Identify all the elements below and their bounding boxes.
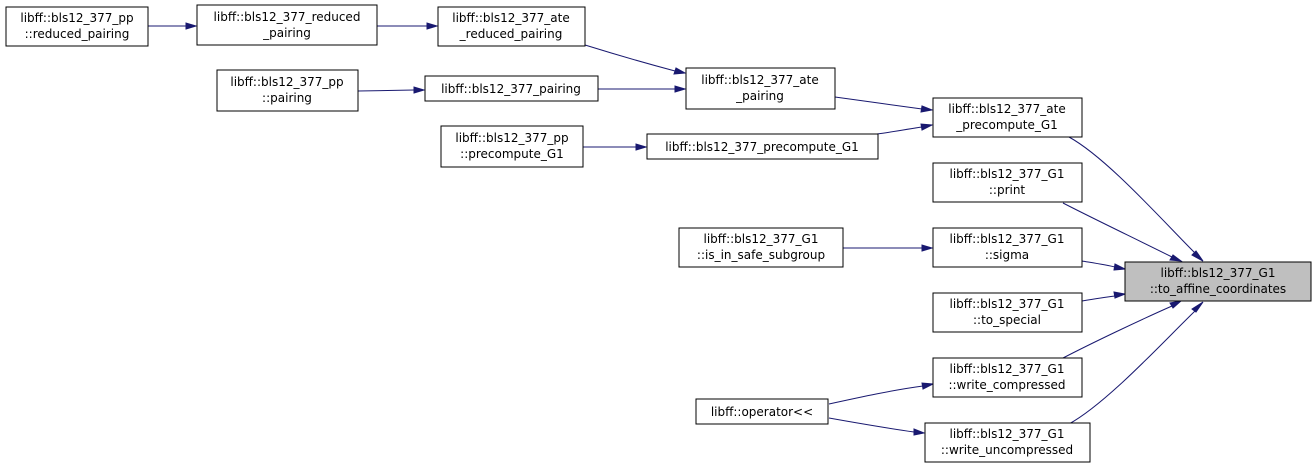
node-label-line2: ::precompute_G1 (460, 147, 564, 161)
node-pp-reduced-pairing[interactable]: libff::bls12_377_pp ::reduced_pairing (5, 6, 149, 47)
node-pp-precompute-g1[interactable]: libff::bls12_377_pp ::precompute_G1 (440, 125, 584, 168)
node-label-line1: libff::bls12_377_pp (230, 75, 343, 89)
node-label-line2: _pairing (262, 26, 311, 40)
edge-pp-reduced-pairing-to-reduced-pairing (148, 22, 198, 30)
edge-line (1081, 295, 1116, 302)
node-label-line2: ::print (989, 183, 1026, 197)
edge-ate-reduced-pairing-to-ate-pairing (584, 44, 687, 75)
edge-g1-sigma-to-to-affine (1081, 260, 1127, 271)
arrowhead-icon (185, 22, 198, 30)
edge-precompute-g1-to-ate-precompute-g1 (876, 123, 934, 135)
arrowhead-icon (674, 85, 687, 93)
edge-line (1081, 260, 1116, 268)
edge-operator-ll-to-g1-write-compressed (828, 382, 935, 405)
node-bls-pairing[interactable]: libff::bls12_377_pairing (424, 75, 599, 102)
edge-bls-pairing-to-ate-pairing (598, 85, 687, 93)
edge-g1-write-compressed-to-to-affine (1062, 300, 1183, 359)
node-label-line2: _precompute_G1 (955, 118, 1058, 132)
edge-line (584, 44, 676, 72)
node-g1-to-special[interactable]: libff::bls12_377_G1 ::to_special (932, 292, 1083, 333)
edge-line (1068, 310, 1196, 425)
edge-line (828, 417, 915, 433)
node-label-line1: libff::bls12_377_ate (452, 11, 569, 25)
node-label-line1: libff::bls12_377_pp (455, 131, 568, 145)
arrowhead-icon (920, 105, 934, 113)
node-label-line2: ::pairing (262, 91, 312, 105)
node-is-in-safe-subgroup[interactable]: libff::bls12_377_G1 ::is_in_safe_subgrou… (678, 227, 844, 268)
node-label-line1: libff::bls12_377_G1 (950, 362, 1065, 376)
arrowhead-icon (413, 86, 426, 94)
edge-line (834, 96, 923, 110)
node-g1-sigma[interactable]: libff::bls12_377_G1 ::sigma (932, 227, 1083, 268)
edge-pp-precompute-g1-to-precompute-g1 (583, 143, 648, 151)
node-reduced-pairing[interactable]: libff::bls12_377_reduced _pairing (196, 4, 378, 46)
edge-reduced-pairing-to-ate-reduced-pairing (377, 22, 439, 30)
node-g1-write-uncompressed[interactable]: libff::bls12_377_G1 ::write_uncompressed (924, 422, 1091, 463)
node-label-line2: ::write_uncompressed (941, 443, 1073, 457)
arrowhead-icon (1191, 250, 1204, 262)
edge-line (1062, 202, 1173, 258)
node-label-line1: libff::bls12_377_ate (701, 73, 818, 87)
node-ate-reduced-pairing[interactable]: libff::bls12_377_ate _reduced_pairing (437, 6, 586, 47)
node-g1-print[interactable]: libff::bls12_377_G1 ::print (932, 162, 1083, 203)
edge-line (1062, 305, 1173, 359)
node-precompute-g1[interactable]: libff::bls12_377_precompute_G1 (646, 133, 879, 160)
edge-line (876, 126, 923, 135)
edge-g1-print-to-to-affine (1062, 202, 1183, 262)
arrowhead-icon (673, 67, 687, 75)
node-pp-pairing[interactable]: libff::bls12_377_pp ::pairing (216, 69, 359, 112)
arrowhead-icon (635, 143, 648, 151)
edge-ate-pairing-to-ate-precompute-g1 (834, 96, 934, 113)
arrowhead-icon (913, 428, 926, 436)
edge-is-in-safe-subgroup-to-g1-sigma (843, 244, 934, 252)
arrowhead-icon (921, 244, 934, 252)
node-label-line2: ::to_special (973, 313, 1041, 327)
node-label-line1: libff::bls12_377_reduced (214, 10, 361, 24)
node-label-line1: libff::bls12_377_G1 (704, 232, 819, 246)
arrowhead-icon (1113, 291, 1127, 299)
node-to-affine-coordinates[interactable]: libff::bls12_377_G1 ::to_affine_coordina… (1124, 261, 1312, 302)
node-label-line2: ::sigma (985, 248, 1029, 262)
edge-line (1068, 136, 1196, 254)
arrowhead-icon (920, 123, 934, 131)
edge-g1-write-uncompressed-to-to-affine (1068, 301, 1204, 425)
node-label: libff::bls12_377_precompute_G1 (665, 140, 859, 154)
arrowhead-icon (1169, 254, 1183, 262)
node-label-line1: libff::bls12_377_G1 (950, 167, 1065, 181)
arrowhead-icon (921, 382, 935, 390)
node-label-line2: _pairing (735, 89, 784, 103)
edge-line (828, 385, 924, 405)
edge-line (357, 89, 415, 92)
edges-layer (148, 22, 1204, 436)
node-label-line1: libff::bls12_377_G1 (1161, 266, 1276, 280)
node-label-line2: ::to_affine_coordinates (1150, 282, 1286, 296)
node-label-line1: libff::bls12_377_G1 (950, 297, 1065, 311)
node-g1-write-compressed[interactable]: libff::bls12_377_G1 ::write_compressed (932, 357, 1083, 398)
node-label-line2: _reduced_pairing (459, 27, 563, 41)
node-label: libff::operator<< (711, 405, 813, 419)
edge-pp-pairing-to-bls-pairing (357, 86, 426, 94)
node-label: libff::bls12_377_pairing (441, 82, 581, 96)
edge-operator-ll-to-g1-write-uncompressed (828, 417, 926, 436)
node-label-line2: ::is_in_safe_subgroup (697, 248, 825, 262)
node-label-line1: libff::bls12_377_G1 (950, 427, 1065, 441)
arrowhead-icon (1113, 263, 1127, 271)
node-label-line2: ::write_compressed (948, 378, 1065, 392)
node-label-line1: libff::bls12_377_pp (20, 11, 133, 25)
arrowhead-icon (426, 22, 439, 30)
arrowhead-icon (1191, 301, 1204, 313)
node-label-line1: libff::bls12_377_G1 (950, 232, 1065, 246)
node-label-line1: libff::bls12_377_ate (948, 102, 1065, 116)
node-operator-ll[interactable]: libff::operator<< (695, 398, 829, 425)
node-label-line2: ::reduced_pairing (25, 27, 130, 41)
node-ate-precompute-g1[interactable]: libff::bls12_377_ate _precompute_G1 (932, 97, 1083, 138)
arrowhead-icon (1169, 300, 1183, 309)
edge-g1-to-special-to-to-affine (1081, 291, 1127, 302)
edge-ate-precompute-g1-to-to-affine (1068, 136, 1204, 262)
node-ate-pairing[interactable]: libff::bls12_377_ate _pairing (685, 67, 836, 110)
